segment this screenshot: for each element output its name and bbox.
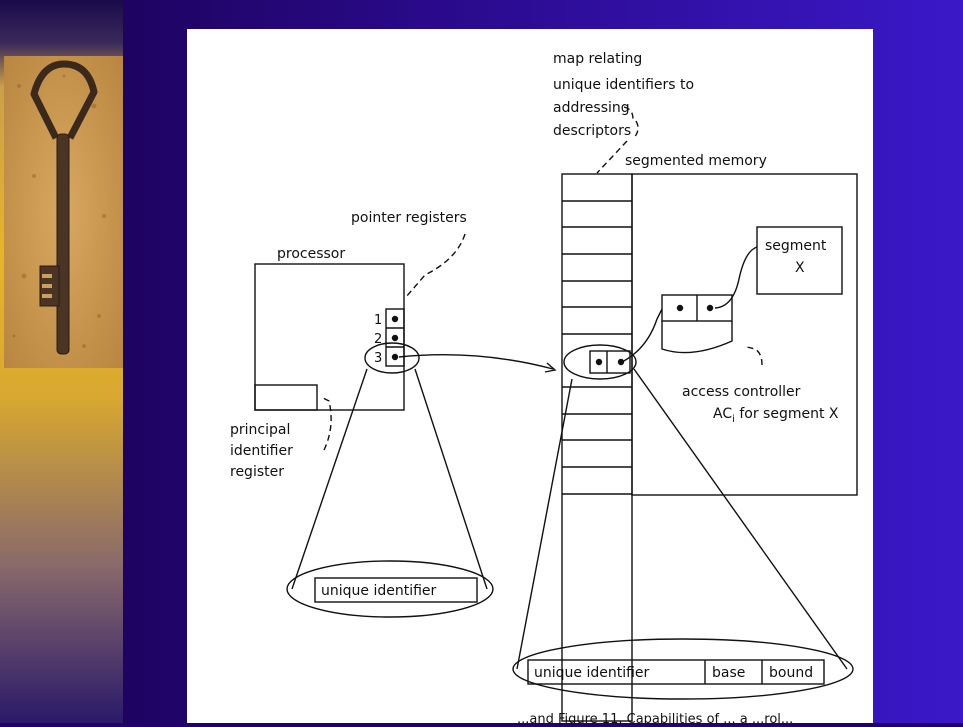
skeleton-key-icon	[4, 56, 123, 368]
unique-identifier-text: unique identifier	[321, 583, 437, 599]
capability-diagram: map relating unique identifiers to addre…	[187, 29, 873, 723]
descriptor-to-ac-arrow	[622, 309, 662, 362]
map-label-line2: unique identifiers to	[553, 77, 694, 93]
register-to-map-arrow	[399, 355, 553, 369]
principal-label-line2: identifier	[230, 443, 293, 459]
descriptor-base-text: base	[712, 665, 745, 681]
map-label-line1: map relating	[553, 51, 642, 67]
pointer-registers-arrow	[406, 234, 465, 297]
map-label-line4: descriptors	[553, 123, 631, 139]
pointer-registers-label: pointer registers	[351, 210, 467, 226]
ac-to-segment-arrow	[715, 247, 757, 308]
segmented-memory-label: segmented memory	[625, 153, 767, 169]
map-table-rows	[562, 201, 632, 494]
descriptor-bound-text: bound	[769, 665, 813, 681]
principal-arrow	[321, 397, 331, 450]
access-controller-label: access controller	[682, 384, 801, 400]
access-controller-label-ac: ACi for segment X	[713, 406, 839, 425]
register-1-label: 1	[374, 313, 382, 328]
map-label-line3: addressing	[553, 100, 630, 116]
principal-label-line3: register	[230, 464, 284, 480]
descriptor-dot	[597, 360, 602, 365]
segmented-memory-box	[632, 174, 857, 495]
caption-fragment: ...and Figure 11. Capabilities of ... a …	[517, 712, 793, 723]
principal-label-line1: principal	[230, 422, 290, 438]
diagram-page: map relating unique identifiers to addre…	[187, 29, 873, 723]
access-controller-arrow	[747, 347, 762, 365]
segment-name-label: X	[795, 260, 805, 276]
principal-identifier-register	[255, 385, 317, 410]
map-table	[562, 174, 632, 721]
segment-label: segment	[765, 238, 827, 254]
processor-label: processor	[277, 246, 345, 262]
register-3-dot	[393, 355, 398, 360]
descriptor-uid-text: unique identifier	[534, 665, 650, 681]
register-3-label: 3	[374, 351, 382, 366]
